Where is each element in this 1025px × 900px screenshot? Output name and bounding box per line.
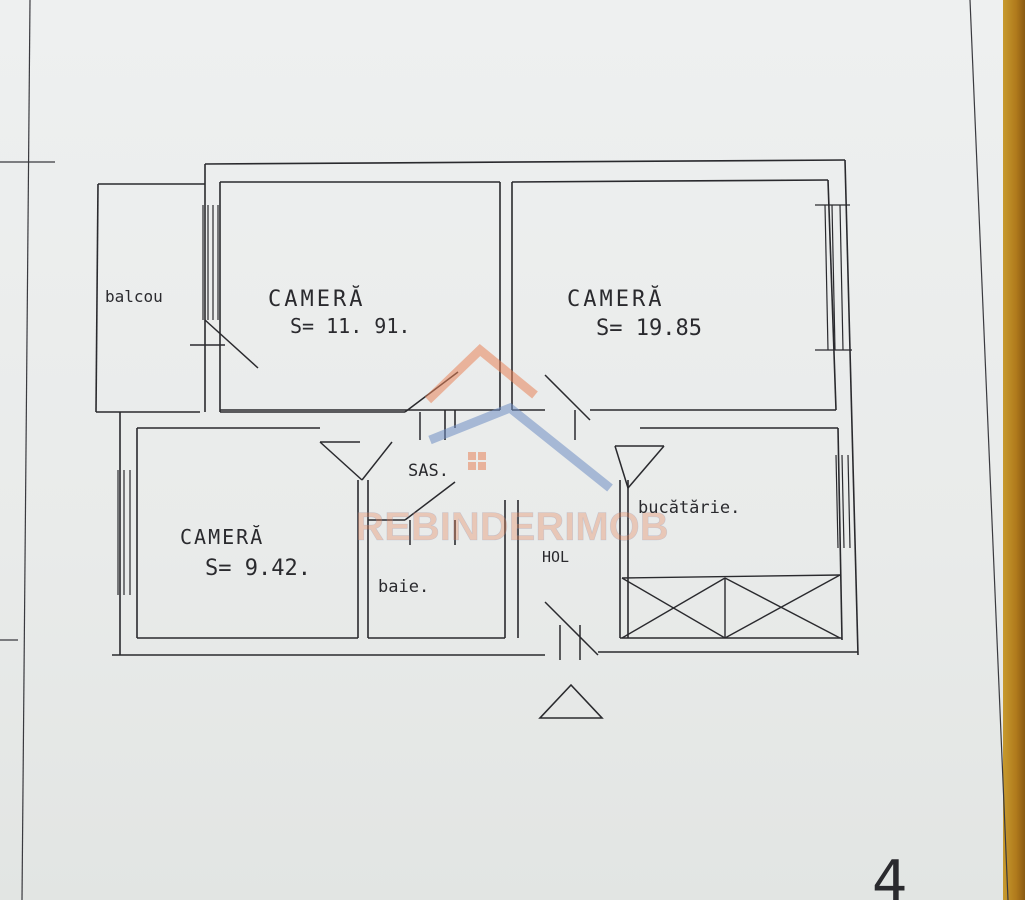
room1-area: S= 11. 91. [290,314,410,338]
walls [95,159,859,656]
watermark-text: REBINDERIMOB [355,505,668,549]
hol-label: HOL [542,548,569,566]
sas-label: SAS. [408,461,449,481]
balcony-label: balcou [105,287,163,306]
doors [190,319,665,660]
room1-name: CAMERĂ [268,286,365,312]
bath-label: baie. [378,577,429,597]
windows [117,204,852,595]
room2-name: CAMERĂ [567,286,664,312]
kitchen-counter [621,574,841,639]
room3-area: S= 9.42. [205,556,311,581]
entrance-arrow [538,683,604,719]
watermark-logo [424,343,613,492]
room2-area: S= 19.85 [596,316,702,341]
room3-name: CAMERĂ [180,525,264,549]
corner-mark: 4 [872,849,908,900]
background-edge [1003,0,1025,900]
kitchen-label: bucătărie. [638,498,740,518]
